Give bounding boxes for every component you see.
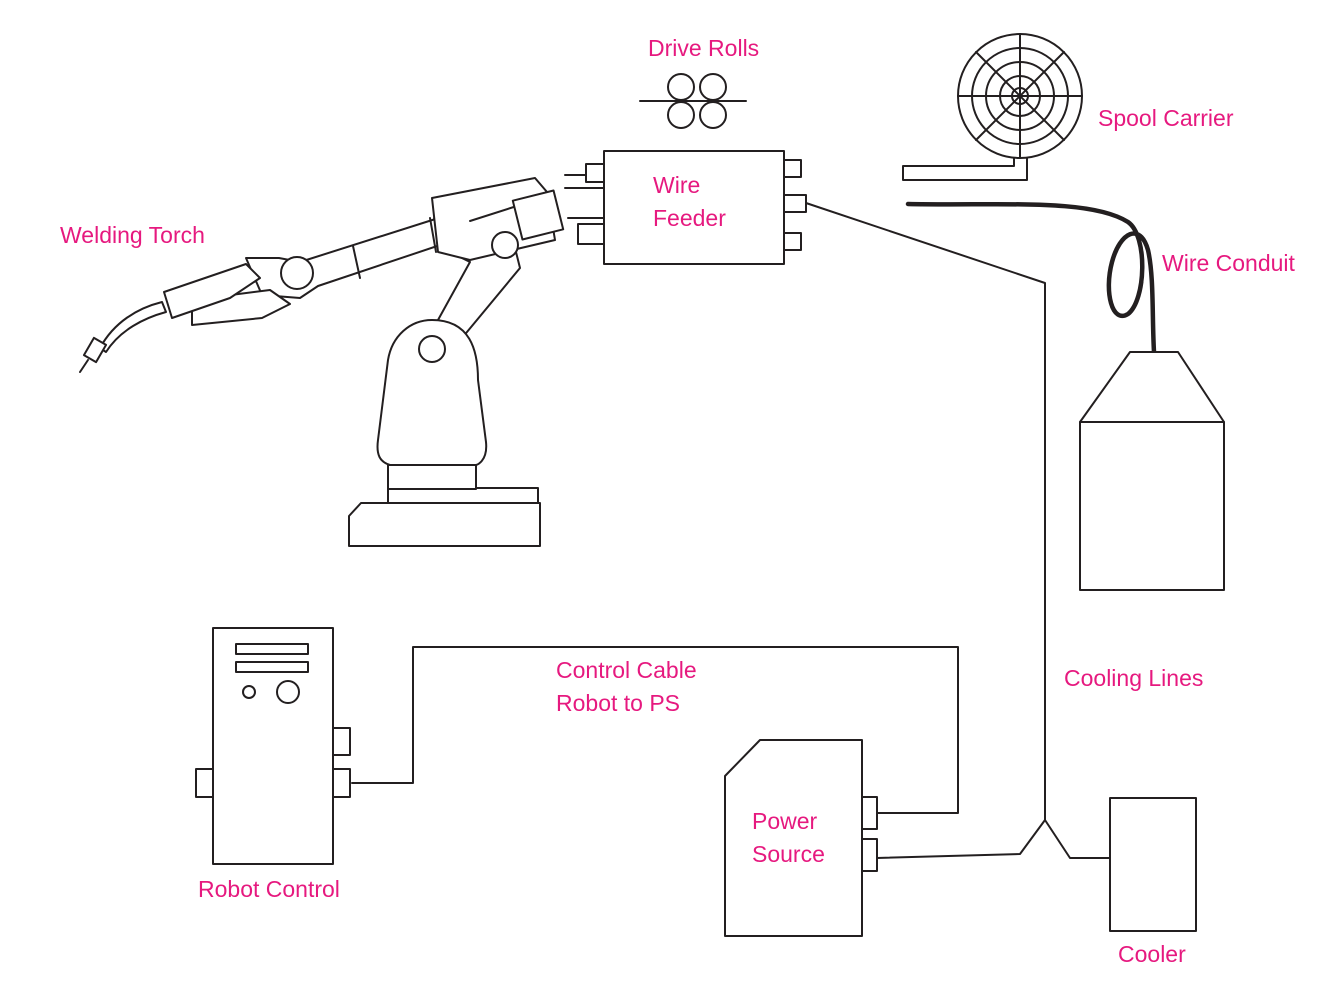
drive-rolls-label: Drive Rolls (648, 35, 760, 61)
power-source-label-line1: Power (752, 808, 818, 834)
welding-torch-label: Welding Torch (60, 222, 205, 248)
welding-torch (79, 263, 291, 373)
cooling-lines (805, 202, 1111, 859)
spool-carrier (902, 33, 1083, 181)
wire-feeder-label-line2: Feeder (653, 205, 726, 231)
robot-body (376, 319, 488, 466)
wire-drum (1079, 351, 1225, 591)
power-source-label-line2: Source (752, 841, 825, 867)
wire-conduit (905, 201, 1157, 355)
wire-conduit-label: Wire Conduit (1162, 250, 1295, 276)
robot-arm (245, 177, 565, 339)
control-cable (351, 646, 959, 814)
cooling-lines-label: Cooling Lines (1064, 665, 1204, 691)
robot-base (348, 464, 541, 547)
wire-feeder (564, 150, 807, 265)
drive-rolls (639, 73, 747, 129)
cooler-unit (1109, 797, 1197, 932)
wire-feeder-label-line1: Wire (653, 172, 701, 198)
control-cable-label-line2: Robot to PS (556, 690, 681, 716)
robot-control-label: Robot Control (198, 876, 340, 902)
power-source-unit (724, 739, 878, 937)
cooler-label: Cooler (1118, 941, 1186, 967)
control-cable-label-line1: Control Cable (556, 657, 697, 683)
robot-control-cabinet (195, 627, 351, 865)
spool-carrier-label: Spool Carrier (1098, 105, 1234, 131)
